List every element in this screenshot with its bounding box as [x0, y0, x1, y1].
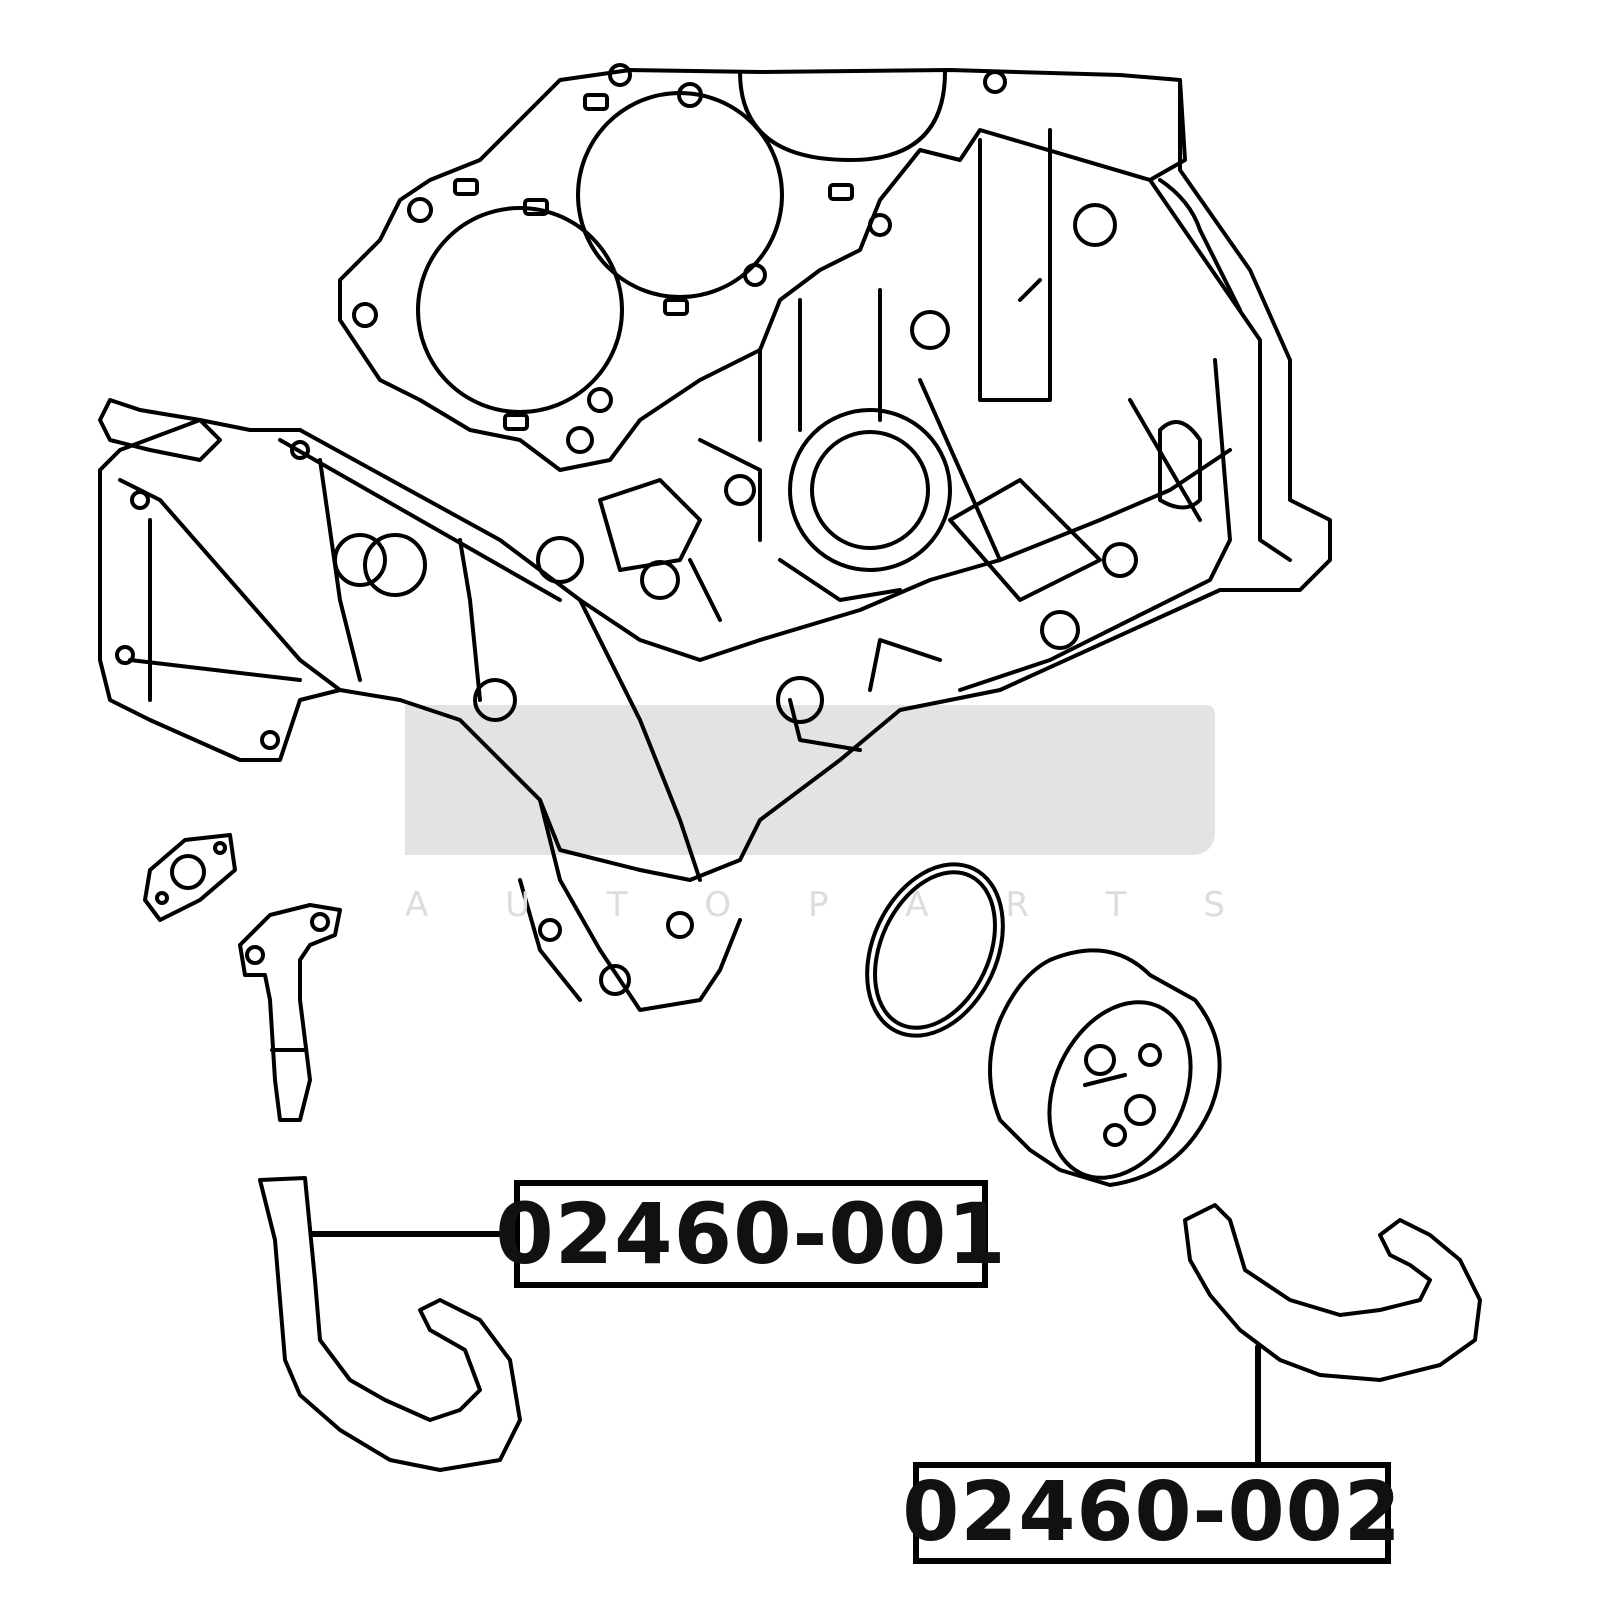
- oil-filter: [988, 948, 1222, 1187]
- watermark-letter: A: [905, 885, 929, 925]
- small-gasket: [143, 833, 237, 922]
- cylinder-block-body: [98, 78, 1332, 1012]
- side-flange: [98, 398, 222, 462]
- watermark-tagline: A U T O P A R T S: [405, 875, 1225, 935]
- watermark-letter: T: [1105, 885, 1127, 925]
- coolant-hose-2: [1183, 1203, 1482, 1382]
- part-number-callout-1: 02460-001: [495, 1180, 1006, 1288]
- part-number-label: 02460-002: [902, 1465, 1402, 1560]
- o-ring: [865, 862, 1005, 1038]
- fitting-pipe: [238, 903, 342, 1122]
- part-number-label: 02460-001: [495, 1185, 1007, 1283]
- watermark-letter: U: [505, 885, 530, 925]
- watermark-letter: S: [1203, 885, 1225, 925]
- watermark-letter: T: [606, 885, 628, 925]
- part-number-callout-2: 02460-002: [902, 1462, 1401, 1564]
- watermark-letter: R: [1005, 885, 1029, 925]
- watermark-letter: O: [704, 885, 732, 925]
- watermark-letter: P: [807, 885, 829, 925]
- cylinder-head-gasket: [338, 63, 1187, 472]
- coolant-hose-1: [258, 1176, 522, 1472]
- watermark-letter: A: [405, 885, 429, 925]
- watermark-logo: [405, 705, 1215, 855]
